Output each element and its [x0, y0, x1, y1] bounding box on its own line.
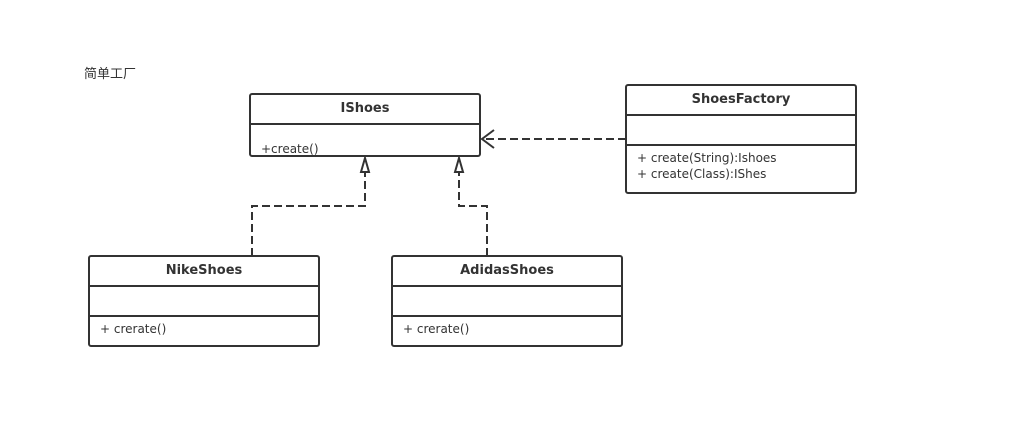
- class-ishoes[interactable]: IShoes +create(): [249, 93, 481, 157]
- method-section: + crerate(): [90, 317, 318, 337]
- realization-line-nike: [251, 172, 366, 256]
- realization-line-adidas: [458, 172, 488, 256]
- class-name: AdidasShoes: [393, 257, 621, 287]
- method-section: +create(): [251, 125, 479, 157]
- class-name: ShoesFactory: [627, 86, 855, 116]
- method: + create(Class):IShes: [637, 167, 767, 181]
- method: + crerate(): [100, 322, 167, 336]
- class-adidas-shoes[interactable]: AdidasShoes + crerate(): [391, 255, 623, 347]
- realization-arrowhead-nike: [359, 154, 371, 173]
- diagram-title: 简单工厂: [84, 67, 137, 82]
- attribute-section: [627, 116, 855, 146]
- method-section: + crerate(): [393, 317, 621, 337]
- class-shoes-factory[interactable]: ShoesFactory + create(String):Ishoes + c…: [625, 84, 857, 194]
- method-section: + create(String):Ishoes + create(Class):…: [627, 146, 855, 182]
- dependency-arrowhead: [480, 129, 495, 149]
- class-nike-shoes[interactable]: NikeShoes + crerate(): [88, 255, 320, 347]
- class-name: NikeShoes: [90, 257, 318, 287]
- attribute-section: [90, 287, 318, 317]
- method: + crerate(): [403, 322, 470, 336]
- method: + create(String):Ishoes: [637, 151, 777, 165]
- class-name: IShoes: [251, 95, 479, 125]
- attribute-section: [393, 287, 621, 317]
- realization-arrowhead-adidas: [453, 154, 465, 173]
- method: +create(): [261, 142, 319, 156]
